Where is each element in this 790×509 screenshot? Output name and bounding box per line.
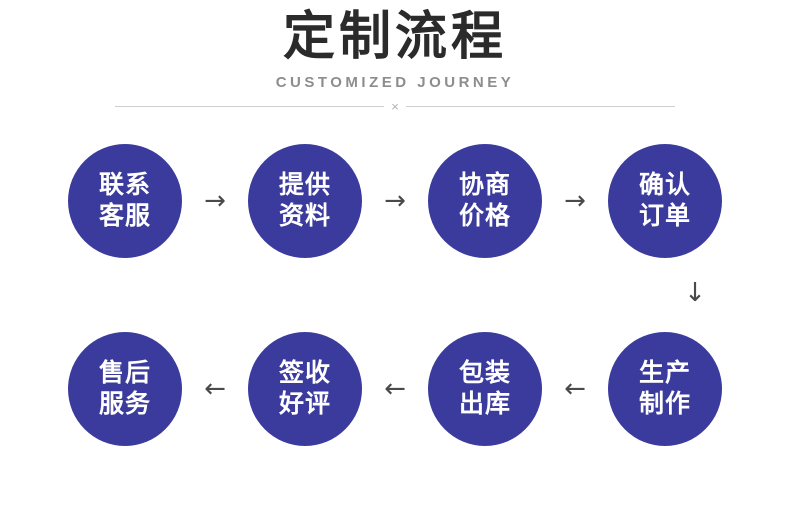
- flow-node-negotiate-price: 协商 价格: [428, 143, 542, 258]
- flow-node-production: 生产 制作: [608, 331, 722, 446]
- flow-diagram: 联系 客服 → 提供 资料 → 协商 价格 → 确认 订单 ↓ 售后 服务: [0, 141, 790, 449]
- flow-node-line1: 联系: [98, 171, 151, 200]
- arrow-left-icon-3: ←: [564, 373, 586, 404]
- flow-node-line2: 好评: [278, 389, 331, 418]
- flow-node-line2: 服务: [98, 389, 151, 418]
- arrow-down-icon: ↓: [684, 277, 706, 308]
- flow-node-pack-ship: 包装 出库: [428, 331, 542, 446]
- flow-node-line2: 订单: [638, 201, 691, 230]
- arrow-right-icon-3: →: [564, 185, 586, 216]
- flow-node-line1: 协商: [458, 171, 511, 200]
- flow-node-line1: 签收: [278, 359, 331, 388]
- flow-row-bottom: 售后 服务 ← 签收 好评 ← 包装 出库 ← 生产 制作: [0, 329, 790, 449]
- arrow-right-icon-1: →: [204, 185, 226, 216]
- flow-node-line1: 包装: [458, 359, 511, 388]
- flow-node-contact-support: 联系 客服: [68, 143, 182, 258]
- flow-node-line1: 确认: [638, 171, 691, 200]
- divider: ×: [115, 97, 675, 123]
- flow-node-line2: 价格: [458, 201, 511, 230]
- flow-node-line1: 生产: [638, 359, 691, 388]
- arrow-right-icon-2: →: [384, 185, 406, 216]
- arrow-left-icon-1: ←: [204, 373, 226, 404]
- flow-node-line2: 资料: [278, 201, 331, 230]
- flow-node-provide-info: 提供 资料: [248, 143, 362, 258]
- page-title: 定制流程: [282, 8, 507, 66]
- flow-node-line2: 客服: [98, 201, 151, 230]
- header: 定制流程 CUSTOMIZED JOURNEY ×: [0, 0, 790, 123]
- flow-node-line1: 售后: [98, 359, 151, 388]
- arrow-left-icon-2: ←: [384, 373, 406, 404]
- flow-row-top: 联系 客服 → 提供 资料 → 协商 价格 → 确认 订单: [0, 141, 790, 261]
- flow-node-line2: 出库: [458, 389, 511, 418]
- flow-node-line2: 制作: [638, 389, 691, 418]
- flow-node-confirm-order: 确认 订单: [608, 143, 722, 258]
- divider-cross-icon: ×: [384, 97, 406, 116]
- flow-node-line1: 提供: [278, 171, 331, 200]
- page-subtitle: CUSTOMIZED JOURNEY: [275, 73, 515, 91]
- flow-node-sign-review: 签收 好评: [248, 331, 362, 446]
- flow-node-after-sales: 售后 服务: [68, 331, 182, 446]
